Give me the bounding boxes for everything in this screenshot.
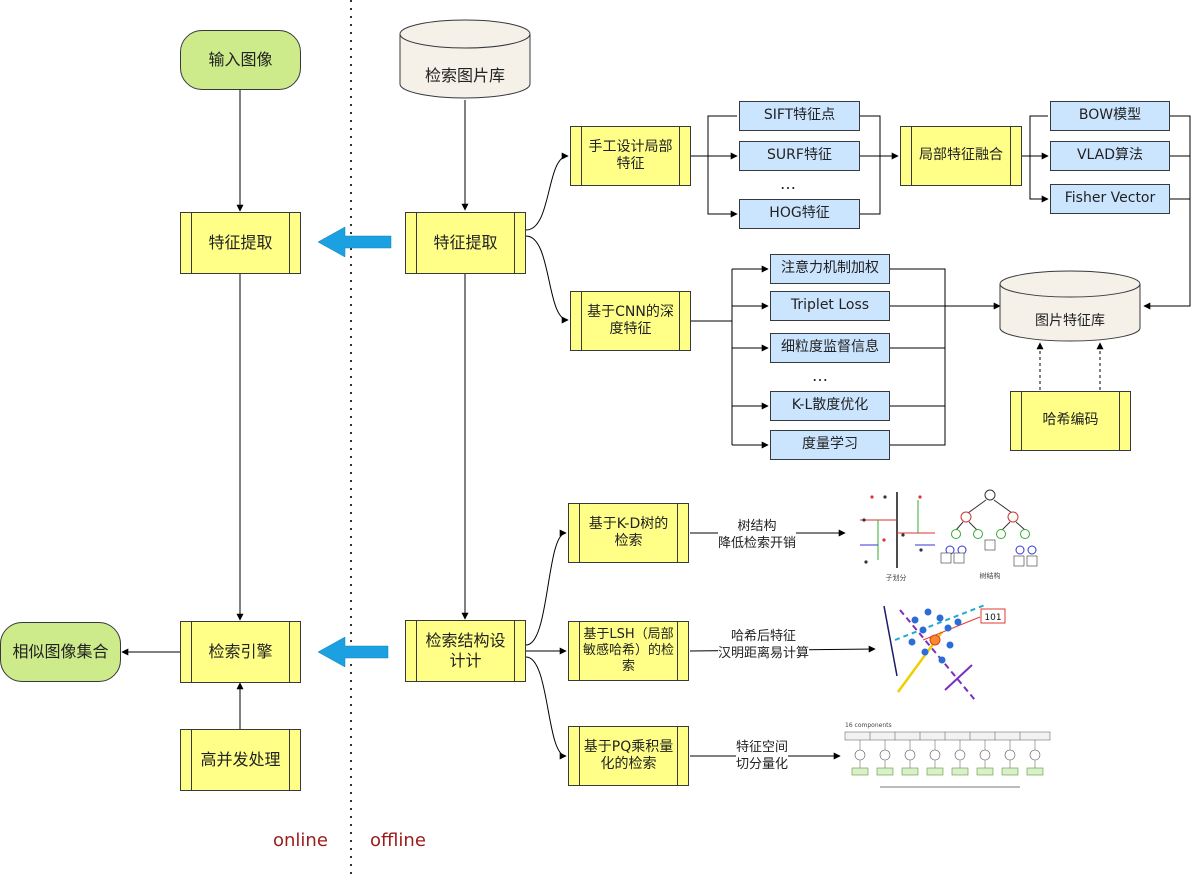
local-fusion-node: 局部特征融合 (900, 126, 1022, 186)
input-image-node: 输入图像 (180, 30, 301, 90)
edge-fusion-fan-arrows (1042, 115, 1048, 199)
edge-feature-to-cnn (525, 235, 569, 324)
attention-node: 注意力机制加权 (770, 254, 890, 284)
vlad-node: VLAD算法 (1050, 141, 1170, 171)
lsh-illustration (883, 604, 1006, 701)
kl-divergence-node: K-L散度优化 (770, 391, 890, 421)
bow-node: BOW模型 (1050, 101, 1170, 131)
pq-node: 基于PQ乘积量化的检索 (568, 726, 689, 786)
search-engine-node: 检索引擎 (180, 621, 301, 683)
pq-illustration (844, 731, 1051, 788)
surf-node: SURF特征 (739, 141, 860, 171)
hash-coding-node: 哈希编码 (1010, 391, 1131, 451)
lsh-node: 基于LSH（局部敏感哈希）的检索 (568, 621, 689, 681)
sift-node: SIFT特征点 (739, 101, 860, 131)
online-feature-extract-node: 特征提取 (180, 212, 301, 274)
fine-grained-node: 细粒度监督信息 (770, 333, 890, 363)
edge-cnn-to-items (732, 268, 768, 446)
handcrafted-ellipsis: … (780, 174, 797, 193)
edge-cnn-collect (890, 268, 946, 446)
offline-label: offline (370, 830, 426, 851)
edge-fusion-collect (1143, 115, 1191, 310)
image-db-label: 检索图片库 (424, 66, 505, 85)
offline-feature-extract-node: 特征提取 (405, 212, 526, 274)
edge-hand-collect (860, 115, 881, 215)
cnn-ellipsis: … (812, 366, 829, 385)
similar-set-node: 相似图像集合 (0, 622, 121, 682)
fisher-vector-node: Fisher Vector (1050, 184, 1170, 214)
pq-note: 特征空间 切分量化 (736, 740, 789, 774)
blue-arrow-feature (317, 226, 392, 258)
cnn-item-arrows (760, 265, 769, 449)
pq-top-caption: 16 components (845, 722, 892, 729)
hog-node: HOG特征 (739, 199, 860, 229)
kd-tree-node: 基于K-D树的检索 (568, 503, 689, 563)
kd-note: 树结构 降低检索开销 (718, 519, 797, 553)
feature-db-label: 图片特征库 (1035, 313, 1105, 329)
edge-feature-to-handcrafted (525, 152, 569, 231)
blue-arrow-search (317, 636, 389, 668)
metric-learning-node: 度量学习 (770, 430, 890, 460)
edge-hand-fan (707, 115, 737, 215)
image-db-cylinder (399, 19, 531, 99)
online-label: online (273, 830, 328, 851)
handcrafted-feature-node: 手工设计局部特征 (570, 126, 691, 186)
lsh-note: 哈希后特征 汉明距离易计算 (718, 629, 810, 663)
index-design-node: 检索结构设计计 (405, 620, 526, 682)
edge-fusion-fan (1029, 115, 1048, 200)
edge-index-to-pq (525, 656, 567, 760)
edge-index-to-kd (525, 529, 567, 646)
kd-left-caption: 子划分 (886, 573, 907, 582)
cnn-feature-node: 基于CNN的深度特征 (570, 291, 691, 351)
feature-db-cylinder (999, 270, 1141, 342)
edge-hand-fan-arrows (730, 115, 737, 214)
high-concurrency-node: 高并发处理 (180, 729, 301, 791)
triplet-loss-node: Triplet Loss (770, 291, 890, 321)
lsh-code: 101 (984, 613, 1001, 623)
kd-right-caption: 树结构 (980, 571, 1001, 580)
kd-tree-illustration (860, 489, 1038, 568)
